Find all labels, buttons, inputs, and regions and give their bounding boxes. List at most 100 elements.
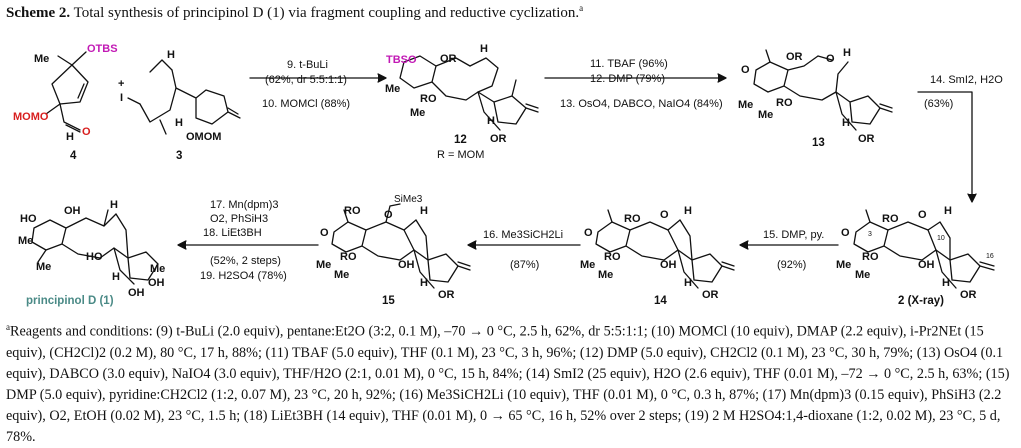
label-ro-15: RO <box>344 205 361 217</box>
label-num3-2: 3 <box>868 231 872 238</box>
label-me-1b: Me <box>36 261 51 273</box>
label-h-13b: H <box>842 117 850 129</box>
cond-step9b: (62%, dr 5:5:1:1) <box>265 74 347 86</box>
cond-step17: 17. Mn(dpm)3 <box>210 199 278 211</box>
label-num16-2: 16 <box>986 253 994 260</box>
cond-step9: 9. t-BuLi <box>287 59 328 71</box>
label-ro-2: RO <box>882 213 899 225</box>
label-tbso: TBSO <box>386 54 417 66</box>
label-h-2b: H <box>942 277 950 289</box>
label-o-14a: O <box>584 227 593 239</box>
cond-step15b: (92%) <box>777 259 806 271</box>
label-or-13b: OR <box>858 133 875 145</box>
label-me-14: Me <box>580 259 595 271</box>
arrow-3 <box>917 91 973 201</box>
label-me-2: Me <box>836 259 851 271</box>
structure-1 <box>31 209 159 285</box>
footnote-mark: a <box>6 322 10 332</box>
cond-step11: 11. TBAF (96%) <box>590 58 668 70</box>
compound-13-number: 13 <box>812 137 825 149</box>
label-oh-2: OH <box>918 259 935 271</box>
label-me-1c: Me <box>150 263 165 275</box>
cond-step15: 15. DMP, py. <box>763 229 824 241</box>
compound-12-note: R = MOM <box>437 149 484 161</box>
label-ho-1: HO <box>20 213 37 225</box>
label-or-12: OR <box>440 53 457 65</box>
label-h-4: H <box>66 131 74 143</box>
cond-step18b: (52%, 2 steps) <box>210 255 281 267</box>
label-oh-1b: OH <box>148 277 165 289</box>
label-h-15b: H <box>420 277 428 289</box>
label-or-15: OR <box>438 289 455 301</box>
label-h-13a: H <box>843 47 851 59</box>
structure-2 <box>853 209 995 289</box>
cond-step16: 16. Me3SiCH2Li <box>483 229 563 241</box>
label-ro-14: RO <box>624 213 641 225</box>
label-oh-14: OH <box>660 259 677 271</box>
label-h-1a: H <box>110 199 118 211</box>
label-o-15a: O <box>320 227 329 239</box>
structure-3 <box>127 59 241 135</box>
scheme-caption: Scheme 2. Total synthesis of principinol… <box>6 3 583 22</box>
compound-2-number: 2 (X-ray) <box>898 295 944 307</box>
label-o-4: O <box>82 126 91 138</box>
label-h-14a: H <box>684 205 692 217</box>
compound-14-number: 14 <box>654 295 667 307</box>
label-oh-1a: OH <box>64 205 81 217</box>
label-o-2a: O <box>841 227 850 239</box>
compound-1-name: principinol D (1) <box>26 295 114 307</box>
compound-3-number: 3 <box>176 150 182 162</box>
label-num10-2: 10 <box>937 235 945 242</box>
label-oh-15: OH <box>398 259 415 271</box>
label-or-12b: OR <box>490 133 507 145</box>
cond-step18: 18. LiEt3BH <box>203 227 262 239</box>
label-ro-14b: RO <box>604 251 621 263</box>
caption-mark: a <box>579 3 584 13</box>
label-h-14b: H <box>684 277 692 289</box>
label-me-14b: Me <box>598 269 613 281</box>
label-omom: OMOM <box>186 131 221 143</box>
cond-step12: 12. DMP (79%) <box>590 73 665 85</box>
label-o-13b: O <box>826 53 835 65</box>
label-h-12b: H <box>487 115 495 127</box>
label-ro-2b: RO <box>862 251 879 263</box>
compound-4-number: 4 <box>70 150 77 162</box>
label-h-1b: H <box>112 271 120 283</box>
cond-step10: 10. MOMCl (88%) <box>262 98 350 110</box>
label-or-2: OR <box>960 289 977 301</box>
structure-15 <box>331 203 471 289</box>
structure-4 <box>45 51 89 133</box>
structure-12 <box>399 55 539 131</box>
label-me-4: Me <box>34 53 49 65</box>
label-ro-12: RO <box>420 93 437 105</box>
label-h-3b: H <box>175 117 183 129</box>
compound-12-number: 12 <box>454 134 467 146</box>
label-otbs: OTBS <box>87 43 118 55</box>
label-or-14: OR <box>702 289 719 301</box>
text-plus: + <box>118 78 124 90</box>
label-o-15b: O <box>384 209 393 221</box>
cond-step17b: O2, PhSiH3 <box>210 213 268 225</box>
label-me-13: Me <box>738 99 753 111</box>
label-me-1: Me <box>18 235 33 247</box>
label-or-13: OR <box>786 51 803 63</box>
compound-15-number: 15 <box>382 295 395 307</box>
label-me-15: Me <box>316 259 331 271</box>
label-me-12: Me <box>385 83 400 95</box>
structure-13 <box>753 49 893 131</box>
label-momo: MOMO <box>13 111 49 123</box>
label-me-13b: Me <box>758 109 773 121</box>
label-h-15a: H <box>420 205 428 217</box>
cond-step16b: (87%) <box>510 259 539 271</box>
reaction-scheme: OTBS Me MOMO O H 4 + H I H OMOM 3 9. t-B… <box>13 43 1003 307</box>
label-me-15b: Me <box>334 269 349 281</box>
label-me-2b: Me <box>855 269 870 281</box>
cond-step13: 13. OsO4, DABCO, NaIO4 (84%) <box>560 98 723 110</box>
label-h-2a: H <box>944 205 952 217</box>
label-sime3: SiMe3 <box>394 194 423 205</box>
caption-prefix: Scheme 2. <box>6 5 71 21</box>
structure-14 <box>595 209 735 289</box>
label-i-3: I <box>120 92 123 104</box>
cond-step14: 14. SmI2, H2O <box>930 74 1003 86</box>
footnote-text: Reagents and conditions: (9) t-BuLi (2.0… <box>6 323 1010 445</box>
